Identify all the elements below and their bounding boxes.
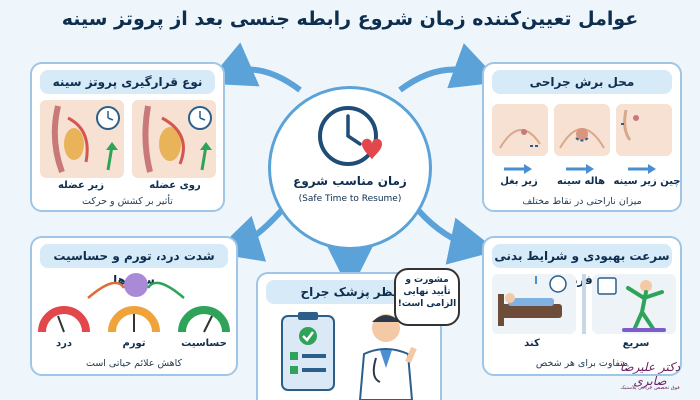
panel-title: محل برش جراحی	[492, 70, 672, 94]
incision-illustrations	[492, 104, 672, 156]
over-muscle-illustration	[132, 100, 216, 178]
sensitivity-label: حساسیت	[181, 338, 227, 349]
exercise-icon	[592, 274, 676, 334]
bubble-line-1: مشورت و	[405, 275, 449, 285]
sensitivity-gauge-icon	[178, 306, 230, 333]
under-muscle-label: زیر عضله	[57, 180, 105, 191]
panel-implant-placement: نوع قرارگیری پروتز سینه زیر عضله روی عضل…	[30, 62, 225, 212]
center-label: زمان مناسب شروع	[293, 174, 407, 188]
panel-pain-swelling: شدت درد، تورم و حساسیت سینه‌ها حساسیت تو…	[30, 236, 238, 376]
swelling-label: تورم	[122, 338, 146, 349]
over-muscle-label: روی عضله	[149, 180, 201, 191]
panel-recovery-speed: سرعت بهبودی و شرایط بدنی فرد سریع کند مت…	[482, 236, 682, 376]
bed-rest-icon	[492, 274, 576, 334]
bubble-line-3: الزامی است!	[397, 299, 457, 309]
speech-bubble: مشورت و تأیید نهایی الزامی است!	[394, 268, 460, 326]
recovery-fast-label: سریع	[622, 338, 650, 349]
recovery-divider	[582, 274, 586, 334]
clipboard-checklist-icon	[281, 312, 335, 391]
implant-caption: تأثیر بر کشش و حرکت	[82, 196, 173, 207]
arrow-to-incision	[398, 43, 501, 93]
under-muscle-illustration	[40, 100, 124, 178]
recovery-slow-label: کند	[524, 338, 540, 349]
page-title: عوامل تعیین‌کننده زمان شروع رابطه جنسی ب…	[61, 8, 639, 30]
panel-title: نوع قرارگیری پروتز سینه	[40, 70, 215, 94]
panel-title: سرعت بهبودی و شرایط بدنی فرد	[492, 244, 672, 287]
panel-incision-site: محل برش جراحی چین زیر سینه هاله سینه زیر…	[482, 62, 682, 212]
recovery-caption: متفاوت برای هر شخص	[535, 358, 629, 369]
bubble-line-2: تأیید نهایی	[403, 287, 451, 297]
arrow-to-placement	[206, 42, 302, 93]
doctor-icon	[358, 314, 417, 400]
pain-label: درد	[55, 338, 73, 349]
arrow-to-recovery	[415, 207, 498, 265]
incision-arrows	[504, 164, 656, 174]
clock-heart-icon	[318, 106, 382, 166]
signature-name: دکتر علیرضا صابری	[619, 360, 681, 388]
incision-fold-label: چین زیر سینه	[613, 176, 681, 187]
swelling-orb-icon	[87, 273, 185, 299]
pain-caption: کاهش علائم حیاتی است	[85, 358, 183, 369]
panel-title: شدت درد، تورم و حساسیت سینه‌ها	[40, 244, 228, 287]
incision-underarm-label: زیر بغل	[500, 176, 538, 187]
swelling-gauge-icon	[108, 306, 160, 333]
center-sublabel: (Safe Time to Resume)	[298, 194, 402, 204]
signature-subtitle: فوق تخصص جراحی پلاستیک	[620, 385, 680, 391]
incision-caption: میزان ناراحتی در نقاط مختلف	[522, 196, 642, 207]
arrow-to-pain	[213, 207, 285, 262]
pain-gauge-icon	[38, 306, 90, 333]
incision-areola-label: هاله سینه	[556, 176, 606, 187]
